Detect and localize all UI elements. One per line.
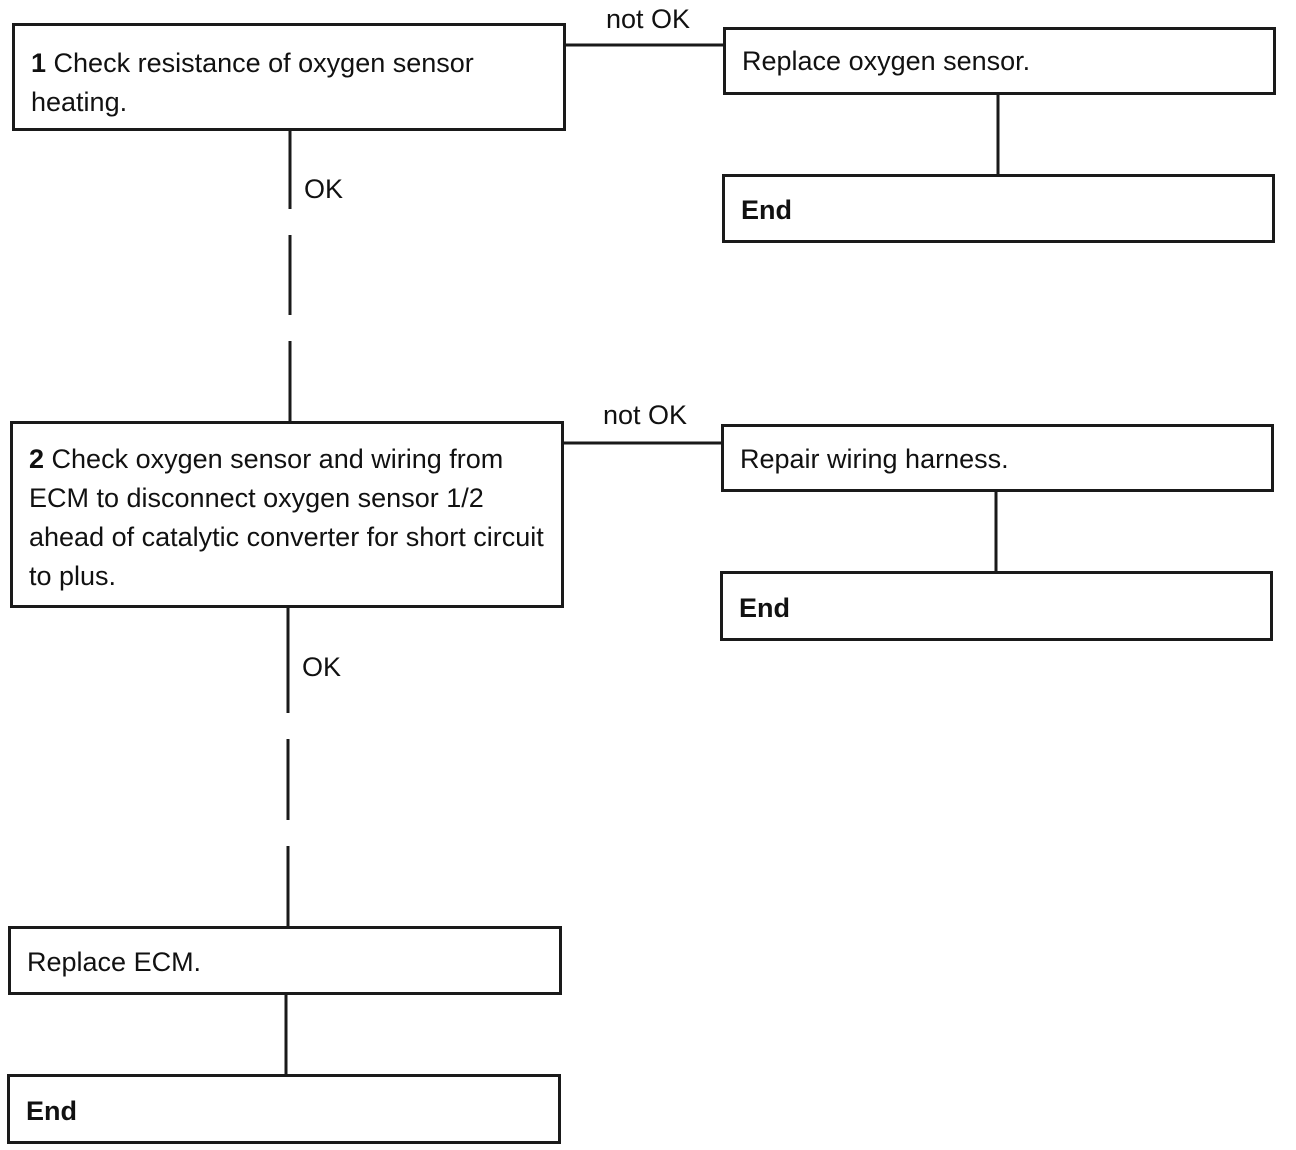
step-1-number: 1 [31,48,47,78]
step-1-box: 1 Check resistance of oxygen sensor heat… [12,23,566,131]
replace-oxygen-sensor-text: Replace oxygen sensor. [742,46,1031,76]
replace-ecm-text: Replace ECM. [27,947,202,977]
repair-wiring-harness-text: Repair wiring harness. [740,444,1009,474]
step-1-text: Check resistance of oxygen sensor heatin… [31,48,474,117]
step-2-number: 2 [29,444,45,474]
step-1-ok-label: OK [304,174,344,204]
end-box-1: End [722,174,1275,243]
replace-oxygen-sensor-box: Replace oxygen sensor. [723,27,1276,95]
end-label-3: End [26,1096,77,1126]
end-label-2: End [739,593,790,623]
step-2-ok-label: OK [302,652,342,682]
end-label-1: End [741,195,792,225]
step-1-not-ok-label: not OK [606,4,691,34]
step-2-not-ok-label: not OK [603,400,688,430]
step-2-text: Check oxygen sensor and wiring from ECM … [29,444,544,591]
step-2-box: 2 Check oxygen sensor and wiring from EC… [10,421,564,608]
end-box-2: End [720,571,1273,641]
end-box-3: End [7,1074,561,1144]
repair-wiring-harness-box: Repair wiring harness. [721,424,1274,492]
replace-ecm-box: Replace ECM. [8,926,562,995]
